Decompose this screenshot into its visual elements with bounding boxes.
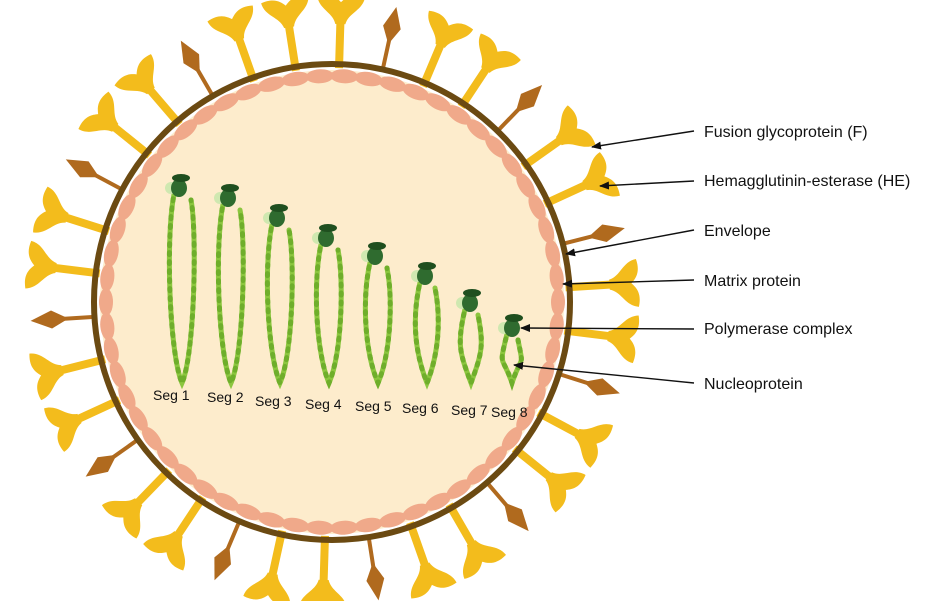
- fusion-spike: [30, 308, 97, 330]
- hemagglutinin-spike: [43, 378, 130, 452]
- segment-label: Seg 1: [153, 387, 190, 403]
- hemagglutinin-spike: [564, 259, 640, 311]
- hemagglutinin-spike: [299, 535, 349, 601]
- hemagglutinin-spike: [561, 307, 640, 364]
- hemagglutinin-spike: [24, 241, 103, 298]
- callout-arrow: [592, 131, 694, 147]
- fusion-spike: [374, 5, 406, 73]
- fusion-spike: [559, 219, 627, 253]
- callout-fusion: Fusion glycoprotein (F): [592, 124, 868, 147]
- callout-label: Polymerase complex: [704, 321, 853, 338]
- callout-label: Nucleoprotein: [704, 376, 803, 393]
- callout-he: Hemagglutinin-esterase (HE): [600, 173, 910, 190]
- segment-label: Seg 8: [491, 404, 528, 420]
- hemagglutinin-spike: [534, 152, 621, 226]
- fusion-spike: [359, 534, 387, 601]
- callout-label: Hemagglutinin-esterase (HE): [704, 173, 910, 190]
- segment-label: Seg 5: [355, 398, 392, 414]
- segment-label: Seg 4: [305, 396, 342, 412]
- callout-label: Fusion glycoprotein (F): [704, 124, 868, 141]
- callout-arrow: [566, 230, 694, 254]
- segment-label: Seg 7: [451, 402, 488, 418]
- callout-layer: Fusion glycoprotein (F) Hemagglutinin-est…: [514, 124, 910, 393]
- fusion-spike: [206, 516, 248, 584]
- callout-label: Matrix protein: [704, 273, 801, 290]
- hemagglutinin-spike: [401, 10, 474, 96]
- segment-label: Seg 6: [402, 400, 439, 416]
- segment-label: Seg 2: [207, 389, 244, 405]
- matrix-protein-bead: [551, 288, 565, 316]
- callout-label: Envelope: [704, 223, 771, 240]
- hemagglutinin-spike: [387, 515, 457, 600]
- hemagglutinin-spike: [207, 4, 277, 89]
- segment-label: Seg 3: [255, 393, 292, 409]
- hemagglutinin-spike: [315, 0, 365, 69]
- matrix-protein-bead: [99, 288, 113, 316]
